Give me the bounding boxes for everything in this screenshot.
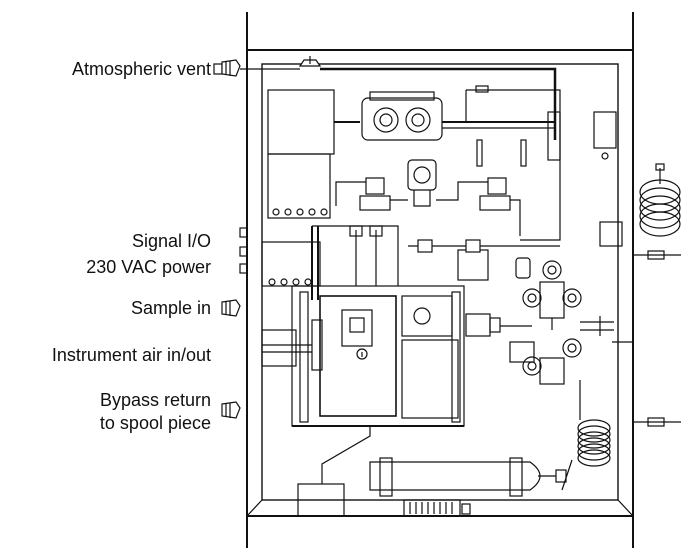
fitting-atmospheric-vent (213, 59, 262, 77)
solenoid-valves (465, 313, 632, 363)
junction-box-upper (267, 89, 360, 155)
junction-box-lower (267, 153, 331, 219)
tubing-coil-top (599, 163, 681, 260)
drain-box (297, 426, 371, 517)
label-signal-io: Signal I/O (131, 231, 211, 251)
instrument-air-rack (261, 319, 323, 371)
label-sample-in: Sample in (130, 298, 211, 318)
connectors-signal-power (239, 227, 248, 274)
fitting-sample-in (221, 299, 241, 317)
label-instrument-air: Instrument air in/out (51, 345, 211, 365)
label-atmospheric-vent: Atmospheric vent (71, 59, 211, 79)
valves-upper-row (335, 177, 521, 236)
fitting-bypass-return (221, 401, 241, 419)
vent-tubing (262, 56, 557, 140)
small-enclosure-right (593, 111, 617, 160)
label-230vac-power: 230 VAC power (86, 257, 211, 277)
pressure-regulators (515, 257, 582, 385)
finned-heater (403, 499, 471, 517)
piping-middle (311, 225, 560, 300)
main-analyzer-frame (291, 285, 465, 427)
transmitter-center (407, 159, 437, 207)
tubing-coil-lower (561, 380, 681, 491)
label-to-spool-piece: to spool piece (99, 413, 211, 433)
dual-display-unit (361, 91, 555, 141)
cabinet-frame (246, 12, 634, 548)
signal-terminal-box (261, 241, 321, 287)
label-bypass-return: Bypass return (99, 390, 211, 410)
flowmeters-top (465, 85, 561, 241)
gas-cylinder (369, 457, 567, 497)
